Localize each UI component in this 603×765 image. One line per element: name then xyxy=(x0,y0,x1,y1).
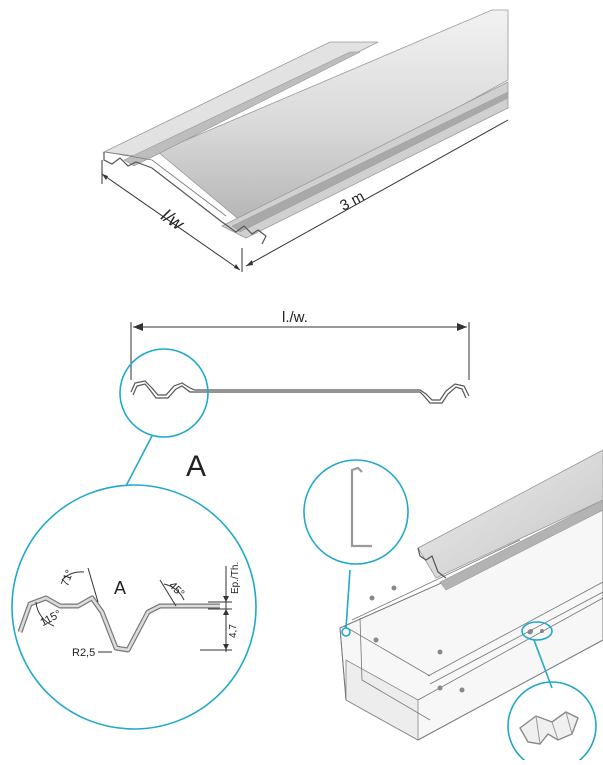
isometric-cover-view: l/w 3 m xyxy=(101,9,509,272)
angle-71-label: 71° xyxy=(59,568,76,588)
edge-callout-circle xyxy=(303,459,409,565)
tray-assembly-view xyxy=(303,449,603,765)
detail-a-circle xyxy=(11,484,257,730)
radius-label: R2,5 xyxy=(72,647,95,659)
detail-a-title: A xyxy=(114,578,126,598)
height-label: 4,7 xyxy=(228,624,239,638)
detail-callout-circle xyxy=(119,348,209,438)
cross-section-view: l./w. A xyxy=(119,309,470,487)
angle-115-label: 115° xyxy=(38,608,63,629)
clip-callout-circle xyxy=(507,681,597,765)
detail-a-view: A 71° 115° 45° R2,5 Ep./Th. 4,7 xyxy=(11,484,257,730)
detail-ref-label: A xyxy=(186,450,206,483)
angle-45-label: 45° xyxy=(166,580,186,600)
section-width-label: l./w. xyxy=(282,309,308,326)
iso-length-label: 3 m xyxy=(337,188,367,215)
thickness-label: Ep./Th. xyxy=(230,562,241,594)
